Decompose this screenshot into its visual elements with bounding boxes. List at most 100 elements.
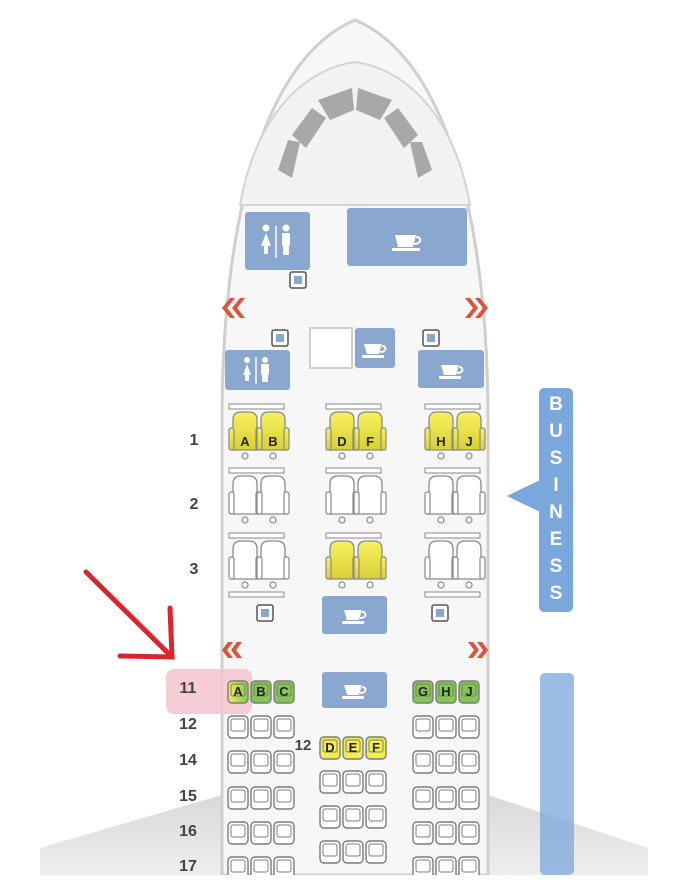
exit-arrow-left-front (222, 298, 245, 318)
seat-label: B (268, 434, 277, 449)
economy-seat[interactable]: C (273, 680, 295, 704)
business-seat[interactable] (228, 540, 262, 589)
seat-label: F (366, 434, 374, 449)
economy-seat[interactable] (435, 715, 457, 739)
galley-mid (355, 328, 395, 368)
economy-seat[interactable] (250, 715, 272, 739)
business-cabin-label: B U S I N E S S (539, 388, 573, 612)
economy-seat[interactable] (342, 805, 364, 829)
row-number-14: 14 (179, 752, 197, 769)
economy-seat[interactable]: D (319, 736, 341, 760)
economy-seat[interactable] (412, 715, 434, 739)
row-number-16: 16 (179, 823, 197, 840)
economy-seat[interactable]: H (435, 680, 457, 704)
economy-seat[interactable] (435, 750, 457, 774)
exit-arrow-left-mid (222, 642, 242, 658)
seat-label: F (372, 740, 380, 755)
cockpit-area (238, 60, 472, 206)
business-letter: I (553, 475, 559, 496)
exit-arrow-right-mid (468, 642, 488, 658)
lavatory-front (245, 212, 310, 289)
row-number-3: 3 (189, 561, 199, 578)
seat-label: H (441, 684, 450, 699)
economy-seat[interactable] (227, 821, 249, 845)
row-number-17: 17 (179, 858, 197, 875)
galley-front (347, 208, 467, 266)
economy-seat[interactable] (227, 786, 249, 810)
economy-seat[interactable] (319, 840, 341, 864)
economy-seat[interactable] (458, 715, 480, 739)
row-number-15: 15 (179, 788, 197, 805)
closet (309, 327, 353, 369)
economy-seat[interactable]: J (458, 680, 480, 704)
economy-seat[interactable] (273, 821, 295, 845)
business-letter: N (549, 502, 563, 523)
galley-right-mid (418, 329, 484, 388)
economy-seat[interactable] (227, 715, 249, 739)
economy-seat[interactable] (250, 786, 272, 810)
business-pointer (507, 480, 540, 512)
lavatory-icon (261, 224, 290, 258)
seat-label: G (418, 684, 428, 699)
economy-seat[interactable] (342, 770, 364, 794)
galley-aft-business (322, 596, 387, 634)
seat-label: E (349, 740, 358, 755)
economy-seat[interactable] (273, 750, 295, 774)
economy-seat[interactable]: E (342, 736, 364, 760)
economy-seat[interactable] (458, 786, 480, 810)
economy-seat[interactable] (319, 770, 341, 794)
business-seat[interactable]: B (256, 411, 290, 460)
business-seat[interactable] (256, 475, 290, 524)
seat-label: H (436, 434, 445, 449)
economy-seat[interactable] (435, 856, 457, 880)
economy-seat[interactable] (273, 715, 295, 739)
business-seat[interactable] (452, 475, 486, 524)
economy-seat[interactable] (458, 750, 480, 774)
economy-seat[interactable] (250, 750, 272, 774)
business-letter: E (549, 529, 563, 550)
row-number-2: 2 (189, 496, 199, 513)
economy-seat[interactable] (227, 856, 249, 880)
economy-seat[interactable]: G (412, 680, 434, 704)
business-seat[interactable] (256, 540, 290, 589)
exit-arrow-right-front (465, 298, 488, 318)
economy-seat[interactable]: F (365, 736, 387, 760)
economy-seat[interactable] (342, 840, 364, 864)
business-seat[interactable] (353, 540, 387, 589)
economy-seat[interactable] (273, 856, 295, 880)
economy-seat[interactable] (250, 856, 272, 880)
seat-label: J (465, 434, 472, 449)
row-number-12: 12 (179, 716, 197, 733)
economy-seat[interactable] (365, 770, 387, 794)
business-seat[interactable]: J (452, 411, 486, 460)
economy-seat[interactable] (365, 805, 387, 829)
economy-seat[interactable] (435, 821, 457, 845)
economy-seat[interactable] (319, 805, 341, 829)
economy-seat[interactable] (412, 821, 434, 845)
economy-seat[interactable] (412, 856, 434, 880)
economy-seat[interactable] (435, 786, 457, 810)
lavatory-icon (243, 357, 269, 384)
economy-seat[interactable] (458, 821, 480, 845)
galley-icon (392, 235, 422, 251)
economy-seat[interactable] (273, 786, 295, 810)
lavatory-aft-business (256, 604, 274, 622)
economy-seat[interactable] (412, 786, 434, 810)
business-seat[interactable] (452, 540, 486, 589)
economy-seat[interactable]: B (250, 680, 272, 704)
economy-seat[interactable] (412, 750, 434, 774)
economy-seat[interactable] (458, 856, 480, 880)
business-seat[interactable]: F (353, 411, 387, 460)
seat-label: D (337, 434, 346, 449)
economy-seat[interactable]: A (227, 680, 249, 704)
economy-seat[interactable] (227, 750, 249, 774)
cockpit-windows (278, 88, 432, 178)
economy-seat[interactable] (365, 840, 387, 864)
galley-economy (322, 672, 387, 708)
lavatory-aft-business-right (431, 604, 449, 622)
business-seat[interactable] (353, 475, 387, 524)
economy-seat[interactable] (250, 821, 272, 845)
